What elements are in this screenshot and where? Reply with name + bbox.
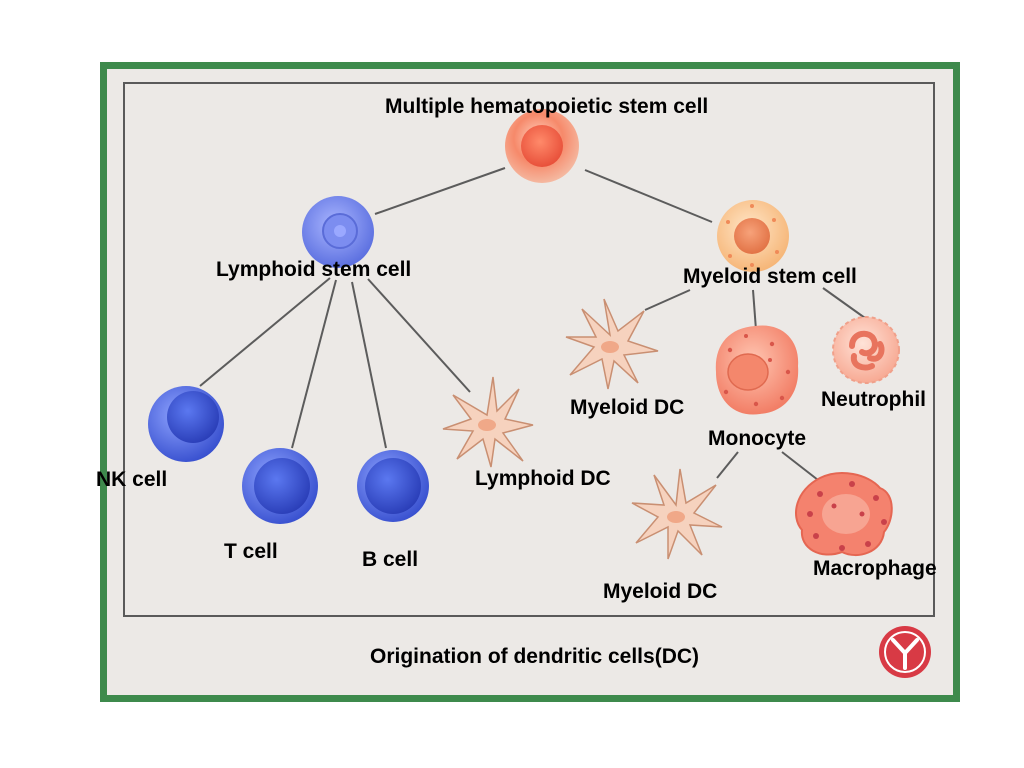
nk-cell xyxy=(148,386,224,462)
inner-border xyxy=(123,82,935,617)
edge-hsc-myeloid xyxy=(584,169,713,223)
label-b-cell: B cell xyxy=(362,548,419,571)
immunology-logo xyxy=(879,626,931,678)
label-monocyte: Monocyte xyxy=(708,427,807,450)
edge-monocyte-dc xyxy=(716,451,739,479)
edge-lymphoid-t xyxy=(291,279,337,449)
edge-lymphoid-dc xyxy=(367,278,471,393)
label-lymphoid-dc: Lymphoid DC xyxy=(475,467,611,490)
t-cell xyxy=(242,448,318,524)
label-myeloid-stem-cell: Myeloid stem cell xyxy=(683,265,857,288)
lymphoid-dc-cell xyxy=(442,376,534,468)
label-myeloid-dc-2: Myeloid DC xyxy=(603,580,718,603)
label-hematopoietic-stem-cell: Multiple hematopoietic stem cell xyxy=(385,95,709,118)
edge-myeloid-monocyte xyxy=(752,289,757,331)
diagram-caption: Origination of dendritic cells(DC) xyxy=(370,645,700,668)
edge-myeloid-neutrophil xyxy=(822,287,866,319)
edge-lymphoid-nk xyxy=(199,277,331,387)
myeloid-dc-cell-2 xyxy=(631,468,723,560)
connector-lines xyxy=(199,167,866,481)
label-myeloid-dc-1: Myeloid DC xyxy=(570,396,685,419)
label-lymphoid-stem-cell: Lymphoid stem cell xyxy=(216,258,412,281)
label-macrophage: Macrophage xyxy=(813,557,937,580)
myeloid-dc-cell-1 xyxy=(565,298,659,390)
edge-myeloid-dc xyxy=(644,289,691,311)
lymphoid-stem-cell xyxy=(302,196,374,268)
monocyte-cell xyxy=(715,325,799,415)
label-t-cell: T cell xyxy=(224,540,278,563)
myeloid-stem-cell xyxy=(717,200,789,272)
edge-lymphoid-b xyxy=(351,281,387,449)
label-nk-cell: NK cell xyxy=(96,468,168,491)
edge-monocyte-macrophage xyxy=(781,451,819,481)
macrophage-cell xyxy=(795,472,893,557)
label-neutrophil: Neutrophil xyxy=(821,388,926,411)
neutrophil-cell xyxy=(832,316,900,384)
edge-hsc-lymphoid xyxy=(374,167,506,215)
hematopoietic-stem-cell xyxy=(505,109,579,183)
b-cell xyxy=(357,450,429,522)
